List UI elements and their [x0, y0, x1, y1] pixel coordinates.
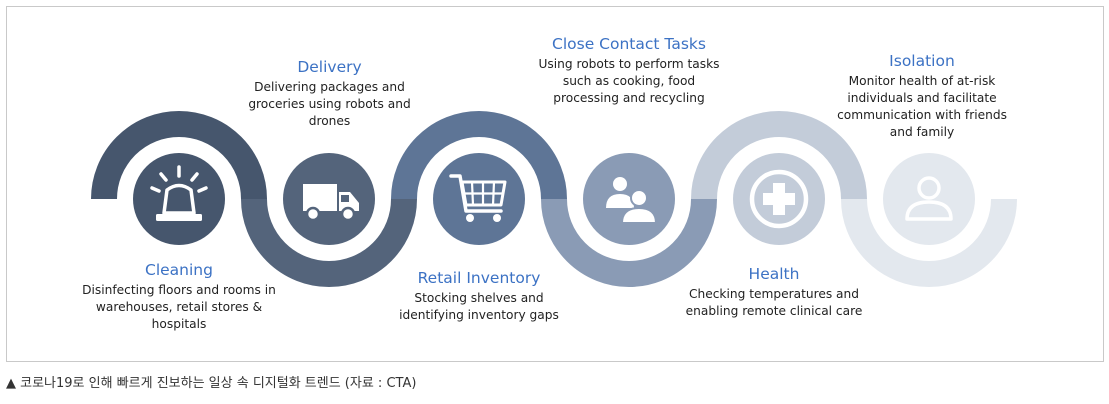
- stage-description: Delivering packages and groceries using …: [248, 80, 411, 128]
- person-icon: [883, 153, 975, 245]
- figure-caption: ▲ 코로나19로 인해 빠르게 진보하는 일상 속 디지털화 트렌드 (자료 :…: [6, 376, 417, 391]
- stage-title: Delivery: [297, 58, 362, 76]
- stage-retail: Retail Inventory Stocking shelves and id…: [399, 268, 559, 324]
- stage-description: Stocking shelves and identifying invento…: [399, 291, 559, 322]
- ribbon-segment-cleaning: [91, 111, 267, 200]
- stage-cleaning: Cleaning Disinfecting floors and rooms i…: [79, 260, 279, 333]
- stage-title: Retail Inventory: [417, 269, 541, 287]
- ribbon-segment-retail: [391, 111, 567, 200]
- stage-title: Cleaning: [145, 261, 213, 279]
- ribbon-segment-isolation: [841, 198, 1017, 287]
- stage-description: Using robots to perform tasks such as co…: [538, 57, 720, 105]
- shopping-cart-icon: [433, 153, 525, 245]
- infographic-frame: Cleaning Disinfecting floors and rooms i…: [6, 6, 1104, 362]
- stage-title: Close Contact Tasks: [552, 35, 706, 53]
- stage-description: Disinfecting floors and rooms in warehou…: [82, 283, 276, 331]
- truck-icon: [283, 153, 375, 245]
- stage-description: Checking temperatures and enabling remot…: [685, 287, 863, 318]
- people-icon: [583, 153, 675, 245]
- stage-title: Isolation: [889, 52, 955, 70]
- stage-delivery: Delivery Delivering packages and groceri…: [247, 57, 412, 130]
- ribbon-segment-health: [691, 111, 867, 200]
- stage-health: Health Checking temperatures and enablin…: [679, 264, 869, 320]
- ribbon-segment-contact: [541, 198, 717, 287]
- stage-isolation: Isolation Monitor health of at-risk indi…: [827, 51, 1017, 141]
- siren-icon: [133, 153, 225, 245]
- stage-contact: Close Contact Tasks Using robots to perf…: [534, 34, 724, 107]
- stage-description: Monitor health of at-risk individuals an…: [837, 74, 1007, 139]
- medical-cross-icon: [733, 153, 825, 245]
- ribbon-segment-delivery: [241, 198, 417, 287]
- stage-title: Health: [748, 265, 800, 283]
- wave-diagram: [91, 111, 1017, 287]
